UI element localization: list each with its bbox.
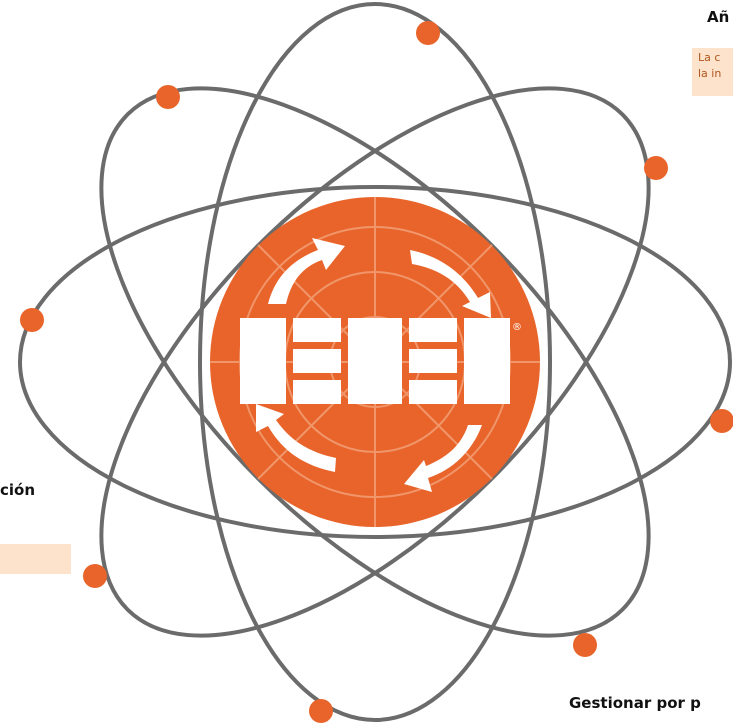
electron-dot [309, 699, 333, 723]
block-solid [348, 318, 402, 404]
block-stripe [409, 349, 457, 373]
block-stripe [293, 380, 341, 404]
left-note [0, 544, 71, 574]
arrow-bottom-left-icon [256, 404, 336, 472]
electron-dot [644, 156, 668, 180]
bottom-heading: Gestionar por p [569, 694, 701, 712]
electron-dot [156, 85, 180, 109]
block-stripe [409, 380, 457, 404]
block-stripe [409, 318, 457, 342]
block-solid [464, 318, 510, 404]
block-stripe [293, 349, 341, 373]
arrow-top-right-icon [410, 250, 491, 318]
orbit-vertical [198, 2, 552, 722]
top-right-note: La c la in [692, 48, 733, 96]
electron-dot [573, 633, 597, 657]
registered-mark: ® [512, 322, 522, 333]
top-right-heading: Añ [707, 8, 730, 26]
top-right-note-line: La c [698, 51, 721, 64]
electron-dot [416, 21, 440, 45]
cycle-arrows [256, 238, 491, 492]
block-solid [240, 318, 286, 404]
block-stripe [293, 318, 341, 342]
arrow-top-left-icon [268, 238, 345, 304]
electron-dot [83, 564, 107, 588]
left-heading: ción [0, 481, 36, 499]
nucleus-emblem: ® [210, 197, 540, 527]
top-right-note-line: la in [698, 67, 722, 80]
orbit-horizontal [18, 185, 732, 539]
electron-dot [20, 308, 44, 332]
block-bar [240, 318, 510, 404]
arrow-bottom-right-icon [404, 425, 482, 492]
electron-dot [710, 409, 733, 433]
electron-group [20, 21, 733, 723]
